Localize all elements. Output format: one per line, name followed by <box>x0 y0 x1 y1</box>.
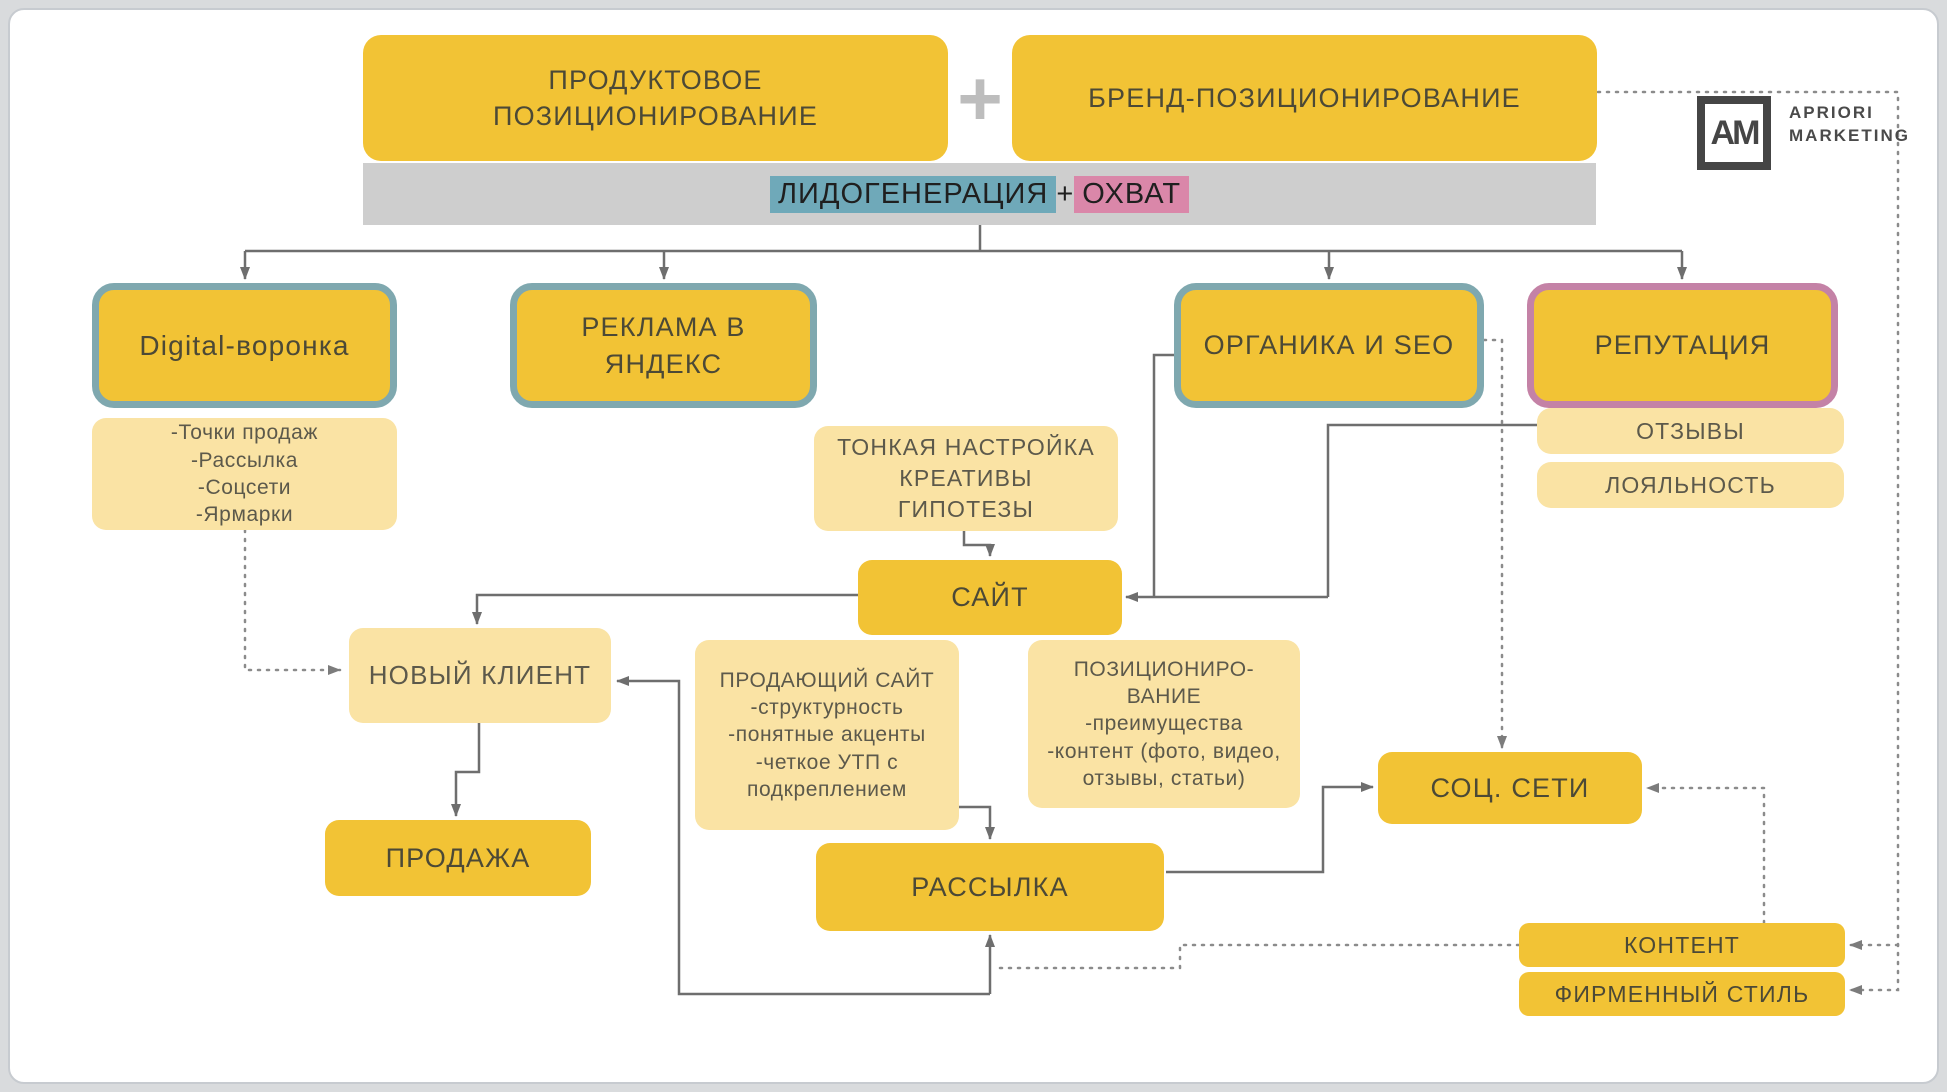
digital-funnel-box: Digital-воронка <box>92 283 397 408</box>
reach-label: ОХВАТ <box>1074 175 1190 213</box>
apriori-marketing-logo-text: APRIORI MARKETING <box>1789 103 1910 145</box>
brand-positioning-box: БРЕНД-ПОЗИЦИОНИРОВАНИЕ <box>1012 35 1597 161</box>
organic-seo-box: ОРГАНИКА И SEO <box>1174 283 1484 408</box>
reputation-box: РЕПУТАЦИЯ <box>1527 283 1838 408</box>
leadgen-label: ЛИДОГЕНЕРАЦИЯ <box>769 175 1057 213</box>
bar-plus: + <box>1056 177 1075 210</box>
selling-site-box: ПРОДАЮЩИЙ САЙТ -структурность -понятные … <box>695 640 959 830</box>
brand-style-box: ФИРМЕННЫЙ СТИЛЬ <box>1519 972 1845 1016</box>
apriori-marketing-logo-icon: AM <box>1697 96 1771 170</box>
social-networks-box: СОЦ. СЕТИ <box>1378 752 1642 824</box>
reviews-box: ОТЗЫВЫ <box>1537 408 1844 454</box>
yandex-ads-box: РЕКЛАМА В ЯНДЕКС <box>510 283 817 408</box>
fine-tuning-box: ТОНКАЯ НАСТРОЙКА КРЕАТИВЫ ГИПОТЕЗЫ <box>814 426 1118 531</box>
new-client-box: НОВЫЙ КЛИЕНТ <box>349 628 611 723</box>
leadgen-reach-bar: ЛИДОГЕНЕРАЦИЯ+ОХВАТ <box>363 163 1596 225</box>
product-positioning-box: ПРОДУКТОВОЕ ПОЗИЦИОНИРОВАНИЕ <box>363 35 948 161</box>
positioning-details-box: ПОЗИЦИОНИРО- ВАНИЕ -преимущества -контен… <box>1028 640 1300 808</box>
site-box: САЙТ <box>858 560 1122 635</box>
digital-details-box: -Точки продаж -Рассылка -Соцсети -Ярмарк… <box>92 418 397 530</box>
loyalty-box: ЛОЯЛЬНОСТЬ <box>1537 462 1844 508</box>
plus-icon: + <box>957 53 1003 142</box>
sale-box: ПРОДАЖА <box>325 820 591 896</box>
mailing-box: РАССЫЛКА <box>816 843 1164 931</box>
content-box: КОНТЕНТ <box>1519 923 1845 967</box>
